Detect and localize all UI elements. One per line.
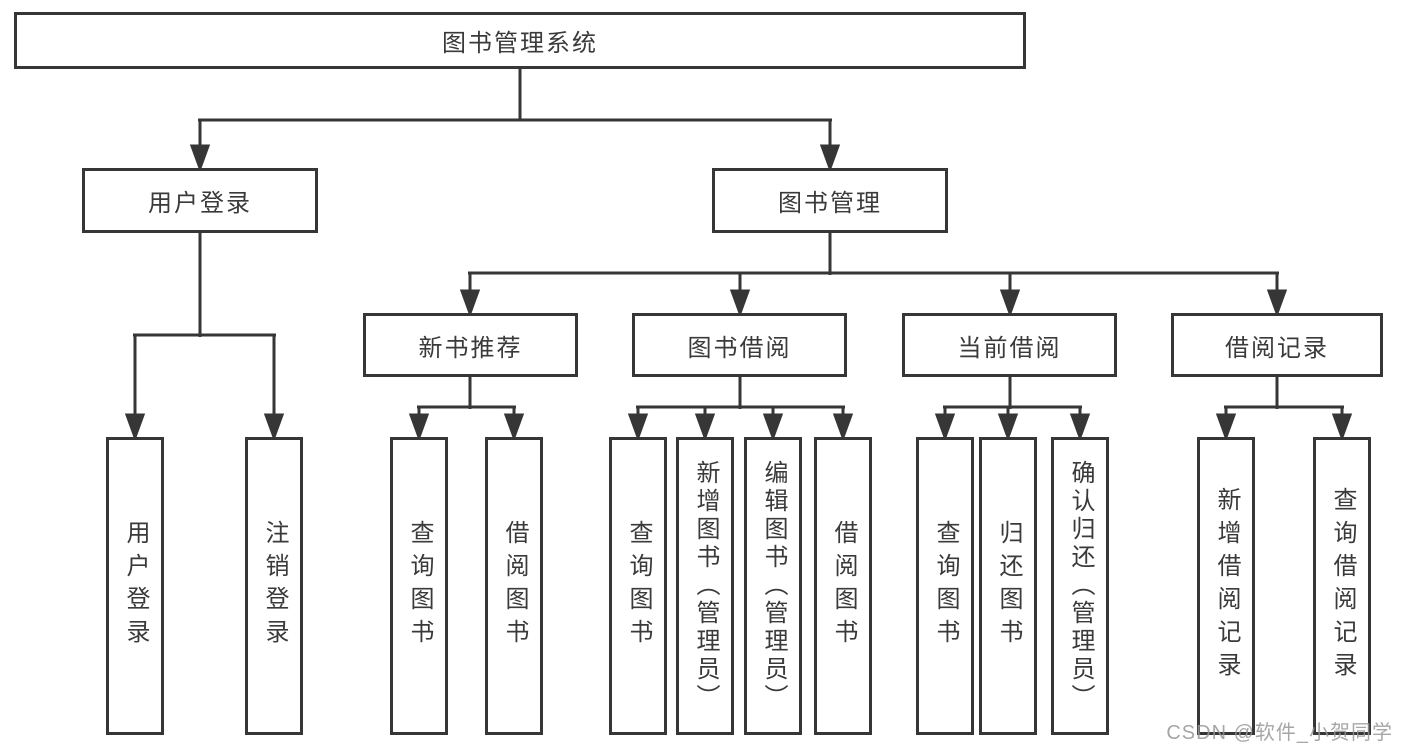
- node-leaf-borrow-book: 借阅图书: [814, 437, 872, 735]
- node-user-login: 用户登录: [82, 168, 318, 233]
- node-leaf-return-book: 归还图书: [979, 437, 1037, 735]
- node-book-borrow: 图书借阅: [632, 313, 847, 377]
- node-leaf-query-borrow-record: 查询借阅记录: [1313, 437, 1371, 735]
- node-borrow-records: 借阅记录: [1171, 313, 1383, 377]
- node-leaf-query-book-recommend: 查询图书: [390, 437, 448, 735]
- node-current-borrow: 当前借阅: [902, 313, 1117, 377]
- node-leaf-query-book-current: 查询图书: [916, 437, 974, 735]
- node-leaf-add-borrow-record: 新增借阅记录: [1197, 437, 1255, 735]
- node-leaf-borrow-book-recommend: 借阅图书: [485, 437, 543, 735]
- node-leaf-add-book-admin: 新增图书（管理员）: [676, 437, 734, 735]
- node-leaf-user-login: 用户登录: [106, 437, 164, 735]
- node-book-management: 图书管理: [712, 168, 948, 233]
- node-leaf-confirm-return-admin: 确认归还（管理员）: [1051, 437, 1109, 735]
- node-new-book-recommend: 新书推荐: [363, 313, 578, 377]
- watermark: CSDN @软件_小贺同学: [1166, 722, 1393, 744]
- node-leaf-query-book-borrow: 查询图书: [609, 437, 667, 735]
- node-leaf-edit-book-admin: 编辑图书（管理员）: [744, 437, 802, 735]
- node-root: 图书管理系统: [14, 12, 1026, 69]
- node-leaf-logout: 注销登录: [245, 437, 303, 735]
